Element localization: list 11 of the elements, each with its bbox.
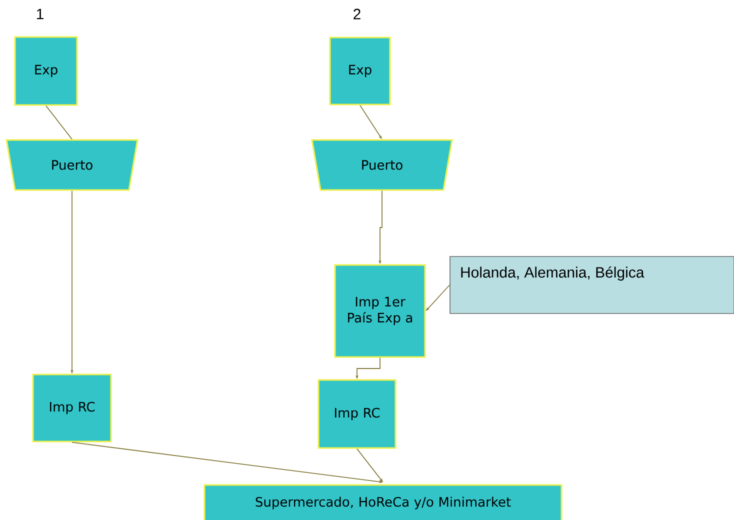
process-box: Exp	[14, 36, 78, 106]
port-trapezoid: Puerto	[6, 139, 138, 191]
process-box: Imp RC	[318, 379, 396, 449]
process-box: Imp RC	[32, 374, 112, 442]
process-box: Exp	[329, 36, 391, 106]
process-box: Imp 1er País Exp a	[334, 264, 426, 358]
scenario-number: 2	[354, 8, 360, 20]
destination-box: Supermercado, HoReCa y/o Minimarket	[204, 484, 562, 520]
note-box: Holanda, Alemania, Bélgica	[450, 256, 734, 314]
scenario-number: 1	[36, 8, 44, 20]
port-trapezoid: Puerto	[311, 139, 453, 191]
